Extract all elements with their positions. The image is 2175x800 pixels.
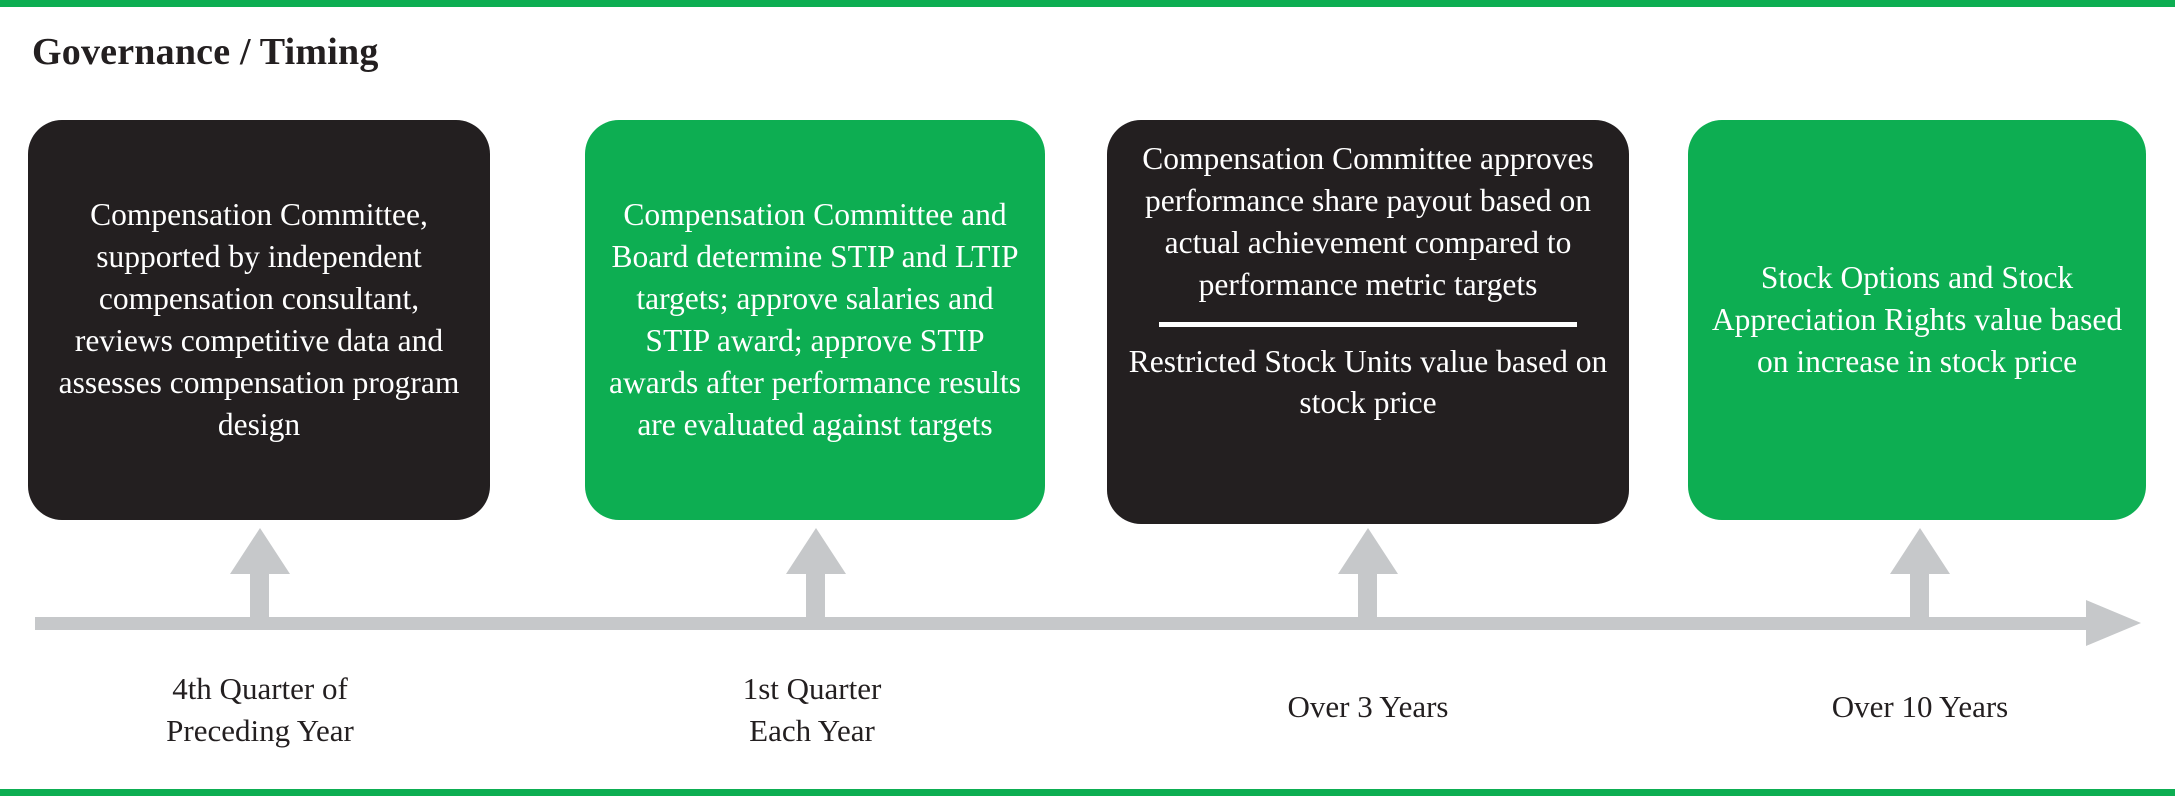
arrow-shaft xyxy=(250,570,269,620)
timeline-label-3: Over 3 Years xyxy=(1287,689,1449,724)
governance-timing-card-1: Compensation Committee, supported by ind… xyxy=(28,120,490,520)
card-2-text: Compensation Committee and Board determi… xyxy=(609,197,1021,442)
top-accent-bar xyxy=(0,0,2175,7)
up-arrow-icon-1 xyxy=(216,528,304,620)
arrow-head xyxy=(1338,528,1398,574)
timeline-label-1: 4th Quarter of Preceding Year xyxy=(166,671,354,748)
arrow-shaft xyxy=(806,570,825,620)
arrow-head xyxy=(230,528,290,574)
timeline-label-2: 1st Quarter Each Year xyxy=(742,671,882,748)
card-3-text-secondary: Restricted Stock Units value based on st… xyxy=(1128,343,1608,421)
page-title: Governance / Timing xyxy=(32,31,379,73)
bottom-accent-bar xyxy=(0,789,2175,796)
governance-timing-card-4: Stock Options and Stock Appreciation Rig… xyxy=(1688,120,2146,520)
governance-timing-card-2: Compensation Committee and Board determi… xyxy=(585,120,1045,520)
up-arrow-icon-3 xyxy=(1324,528,1412,620)
arrow-head xyxy=(1890,528,1950,574)
right-arrow-icon xyxy=(2086,600,2141,646)
up-arrow-icon-4 xyxy=(1876,528,1964,620)
card-3-text-primary: Compensation Committee approves performa… xyxy=(1142,141,1594,302)
card-1-text: Compensation Committee, supported by ind… xyxy=(58,197,460,442)
up-arrow-icon-2 xyxy=(772,528,860,620)
timeline-axis xyxy=(35,617,2090,630)
arrow-head xyxy=(786,528,846,574)
arrow-shaft xyxy=(1358,570,1377,620)
card-3-divider xyxy=(1159,321,1577,327)
governance-timing-card-3: Compensation Committee approves performa… xyxy=(1107,120,1629,524)
arrow-shaft xyxy=(1910,570,1929,620)
card-4-text: Stock Options and Stock Appreciation Rig… xyxy=(1711,260,2123,379)
timeline-label-4: Over 10 Years xyxy=(1831,689,2009,724)
